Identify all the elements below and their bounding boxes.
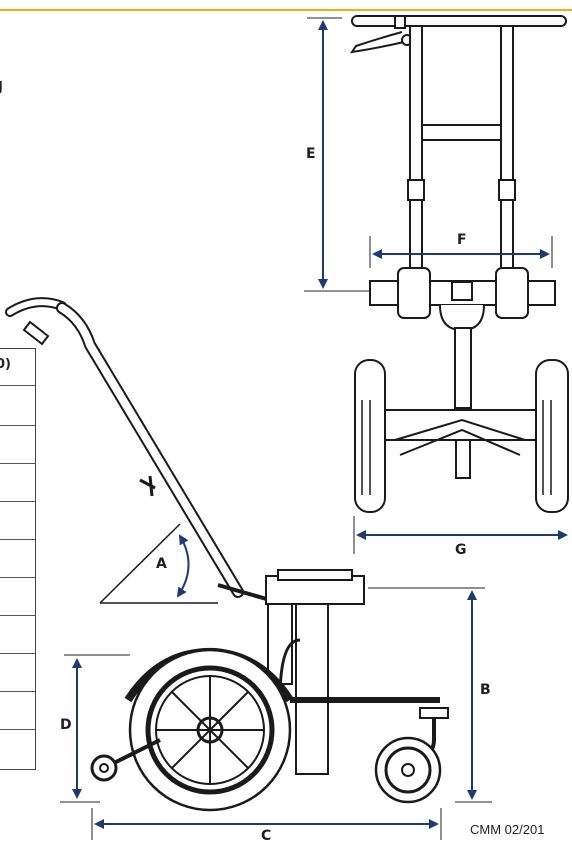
front-stem bbox=[454, 327, 472, 409]
front-right-wheel bbox=[535, 359, 569, 513]
label-b: B bbox=[480, 682, 491, 698]
table-row bbox=[0, 729, 35, 730]
anti-tip-wheel bbox=[90, 754, 118, 782]
brake-lever bbox=[349, 31, 405, 54]
left-upright bbox=[409, 25, 423, 275]
table-row bbox=[0, 691, 35, 692]
label-d: D bbox=[60, 717, 72, 733]
label-c: C bbox=[261, 828, 272, 844]
main-column bbox=[295, 603, 329, 775]
dimension-lines bbox=[60, 17, 568, 840]
table-row bbox=[0, 577, 35, 578]
cropped-text-fragment: J bbox=[0, 80, 3, 95]
table-row bbox=[0, 615, 35, 616]
table-row bbox=[0, 425, 35, 426]
side-view bbox=[5, 297, 449, 812]
table-row bbox=[0, 385, 35, 386]
top-accent-bar bbox=[0, 0, 572, 13]
table-header-fragment: 0) bbox=[0, 357, 11, 372]
table-row bbox=[0, 501, 35, 502]
label-f: F bbox=[457, 232, 467, 248]
label-e: E bbox=[306, 146, 316, 162]
front-handlebar bbox=[351, 15, 567, 27]
label-g: G bbox=[455, 542, 467, 558]
table-row bbox=[0, 463, 35, 464]
table-row bbox=[0, 653, 35, 654]
table-row bbox=[0, 539, 35, 540]
accent-line bbox=[0, 9, 572, 11]
dimension-a-arrow bbox=[176, 534, 190, 598]
front-view bbox=[349, 15, 569, 513]
right-upright bbox=[500, 25, 514, 275]
dimension-table: 0) bbox=[0, 348, 36, 770]
label-a: A bbox=[156, 556, 167, 572]
angle-a-lines bbox=[99, 523, 218, 604]
document-footer-code: CMM 02/201 bbox=[470, 822, 545, 837]
